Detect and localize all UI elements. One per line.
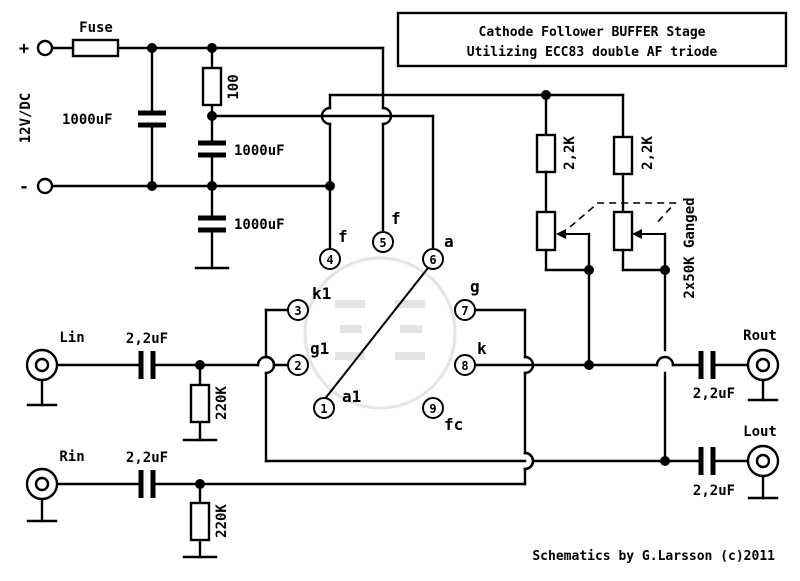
title-line-2: Utilizing ECC83 double AF triode (467, 45, 718, 60)
svg-text:9: 9 (429, 402, 436, 416)
svg-text:8: 8 (461, 359, 468, 373)
c1-label: 1000uF (62, 112, 113, 128)
tube-pin-9: 9 (422, 397, 444, 419)
rin-label: Rin (59, 449, 84, 465)
tube-pin-5: 5 (372, 231, 394, 253)
tube-pin-7: 7 (454, 299, 476, 321)
c-lin-label: 2,2uF (126, 331, 168, 347)
lout-label: Lout (743, 424, 777, 440)
credit-text: Schematics by G.Larsson (c)2011 (532, 549, 775, 564)
pot-label: 2x50K Ganged (682, 197, 698, 298)
pin-3-label: k1 (312, 284, 331, 303)
pin-6-label: a (444, 232, 454, 251)
capacitor-c3 (198, 215, 226, 233)
jack-lin (25, 348, 59, 382)
svg-text:3: 3 (294, 304, 301, 318)
c-lout-label: 2,2uF (693, 483, 735, 499)
tube-envelope (303, 256, 457, 410)
tube-pin-6: 6 (422, 248, 444, 270)
svg-text:7: 7 (461, 304, 468, 318)
tube-pin-2: 2 (287, 354, 309, 376)
jack-lout (746, 444, 780, 478)
capacitor-c2 (198, 140, 226, 158)
rout-label: Rout (743, 328, 777, 344)
tube-pin-1: 1 (313, 397, 335, 419)
jack-rin (25, 467, 59, 501)
c2-label: 1000uF (234, 143, 285, 159)
capacitor-c1 (138, 110, 166, 128)
capacitor-lin (138, 351, 156, 379)
svg-text:4: 4 (326, 253, 333, 267)
pin-9-label: fc (444, 415, 463, 434)
plus-label: + (19, 39, 29, 59)
pin-5-label: f (391, 209, 401, 228)
r100-label: 100 (226, 74, 242, 99)
fuse-label: Fuse (79, 20, 113, 36)
r-lin-label: 220K (214, 386, 230, 420)
fuse-symbol (71, 38, 120, 58)
jack-rout (746, 348, 780, 382)
r-rin-label: 220K (214, 504, 230, 538)
resistor-100 (201, 66, 223, 107)
svg-text:2: 2 (294, 359, 301, 373)
title-box: Cathode Follower BUFFER Stage Utilizing … (396, 11, 788, 68)
c-rout-label: 2,2uF (693, 386, 735, 402)
r-load-b-label: 2,2K (640, 136, 656, 170)
capacitor-rin (138, 470, 156, 498)
load-network (535, 133, 677, 367)
signal-wiring (26, 267, 779, 559)
minus-label: - (19, 177, 29, 197)
c3-label: 1000uF (234, 217, 285, 233)
supply-voltage-label: 12V/DC (18, 93, 34, 144)
svg-text:5: 5 (379, 236, 386, 250)
resistor-220k-right (189, 501, 211, 542)
svg-text:1: 1 (320, 402, 327, 416)
pin-4-label: f (338, 227, 348, 246)
c-rin-label: 2,2uF (126, 450, 168, 466)
svg-text:6: 6 (429, 253, 436, 267)
plus-terminal (36, 39, 54, 57)
minus-terminal (36, 177, 54, 195)
r-load-a-label: 2,2K (562, 136, 578, 170)
tube-pin-3: 3 (287, 299, 309, 321)
lin-label: Lin (59, 330, 84, 346)
resistor-220k-left (189, 383, 211, 424)
pin-2-label: g1 (310, 339, 329, 358)
capacitor-lout (698, 447, 716, 475)
capacitor-rout (698, 351, 716, 379)
tube-pin-4: 4 (319, 248, 341, 270)
title-line-1: Cathode Follower BUFFER Stage (479, 25, 706, 40)
pin-7-label: g (470, 277, 480, 296)
pin-8-label: k (477, 339, 487, 358)
pin-1-label: a1 (342, 387, 361, 406)
tube-pin-8: 8 (454, 354, 476, 376)
